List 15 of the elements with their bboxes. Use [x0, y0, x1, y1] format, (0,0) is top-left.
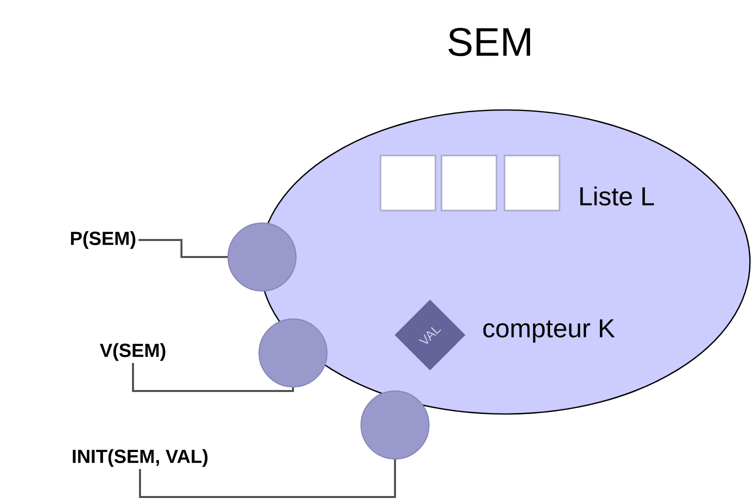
operation-label: V(SEM) [100, 343, 166, 361]
operation-label: INIT(SEM, VAL) [72, 449, 208, 467]
counter-label: compteur K [483, 319, 615, 343]
operation-label: P(SEM) [71, 231, 136, 249]
list-cell [380, 154, 436, 212]
connector-line [138, 239, 228, 258]
port-circle [360, 390, 430, 460]
list-cell [504, 154, 560, 212]
port-circle [228, 222, 296, 292]
node-label: SEM [448, 28, 530, 56]
connector-line [132, 363, 294, 392]
list-label: Liste L [580, 186, 654, 206]
list-cell [440, 154, 498, 212]
port-circle [258, 318, 328, 388]
connector-line [139, 460, 396, 498]
